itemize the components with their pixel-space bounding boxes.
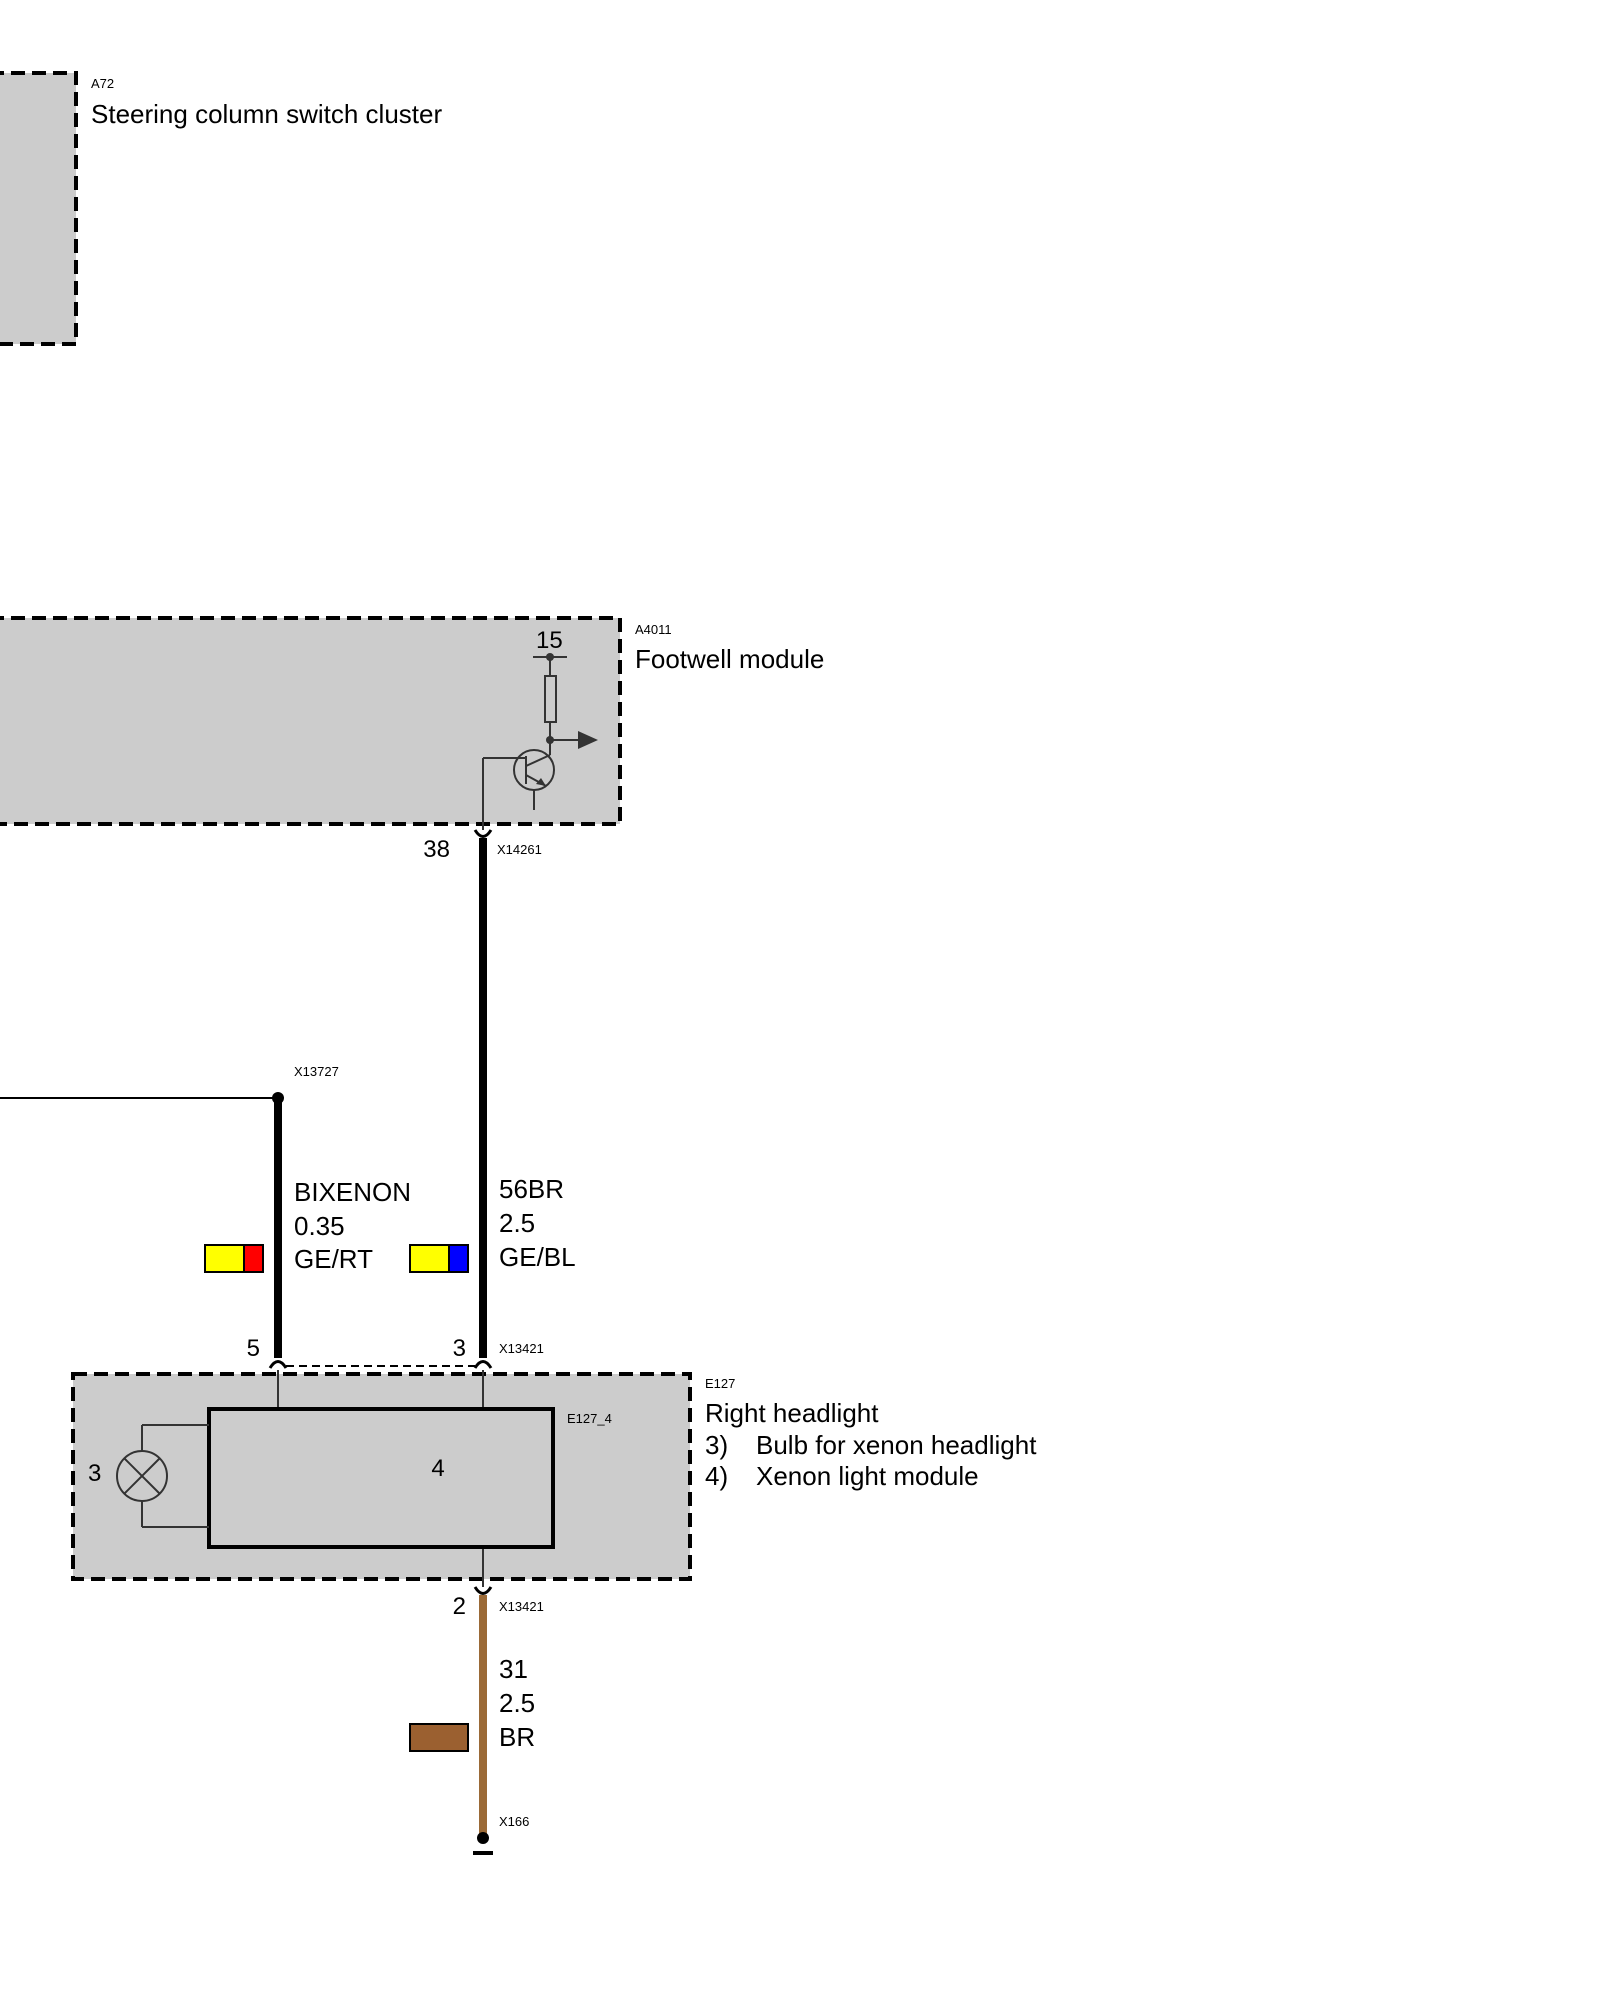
a4011-supply-terminal: 15 (536, 627, 563, 654)
xenon-light-module-number: 4 (431, 1455, 444, 1482)
e127-legend-num-4: 4) (705, 1461, 728, 1491)
emitter-arrow-icon (536, 778, 546, 786)
x13727-id: X13727 (294, 1064, 339, 1079)
wire-31-gauge: 2.5 (499, 1688, 535, 1718)
wire-56br-name: 56BR (499, 1174, 564, 1204)
e127-name: Right headlight (705, 1398, 879, 1428)
x14261-id: X14261 (497, 842, 542, 857)
xenon-light-module (207, 1407, 555, 1549)
wire-bixenon-color-swatch (204, 1244, 264, 1273)
wire-56br-color-code: GE/BL (499, 1242, 576, 1272)
wire-bixenon-gauge: 0.35 (294, 1211, 345, 1241)
wire-31-color-code: BR (499, 1722, 535, 1752)
e127-id: E127 (705, 1376, 735, 1391)
output-junction-dot (546, 736, 554, 744)
x13421-pin-2-symbol (473, 1586, 493, 1595)
wire-56br-color-swatch (409, 1244, 469, 1273)
x13421-top-id: X13421 (499, 1341, 544, 1356)
a72-id: A72 (91, 76, 114, 91)
a4011-name: Footwell module (635, 644, 824, 674)
wire-56br-gauge: 2.5 (499, 1208, 535, 1238)
x13421-pin-3: 3 (453, 1335, 466, 1362)
x14261-pin: 38 (423, 836, 450, 863)
x13421-pin-5: 5 (247, 1335, 260, 1362)
e127-sub-ref: E127_4 (567, 1411, 612, 1426)
x14261-connector-symbol (473, 829, 493, 838)
e127-legend-text-3: Bulb for xenon headlight (756, 1430, 1037, 1460)
supply-junction-dot (546, 653, 554, 661)
x13421-pin-2: 2 (453, 1593, 466, 1620)
wire-bixenon-name: BIXENON (294, 1177, 411, 1207)
wire-31-name: 31 (499, 1654, 528, 1684)
xenon-bulb-number: 3 (88, 1460, 101, 1487)
e127-legend-text-4: Xenon light module (756, 1461, 979, 1491)
wire-bixenon-color-code: GE/RT (294, 1244, 373, 1274)
xenon-bulb-icon (116, 1424, 209, 1528)
wire-31-color-swatch (409, 1723, 469, 1752)
a72-module-box (0, 71, 78, 346)
x166-id: X166 (499, 1814, 529, 1829)
a4011-id: A4011 (635, 622, 672, 637)
output-arrow-icon (578, 731, 598, 749)
x13421-bottom-id: X13421 (499, 1599, 544, 1614)
a4011-module-box (0, 616, 622, 826)
x13421-pin-5-symbol (268, 1360, 288, 1369)
x13421-pin-3-symbol (473, 1360, 493, 1369)
a72-name: Steering column switch cluster (91, 99, 442, 129)
e127-legend-num-3: 3) (705, 1430, 728, 1460)
x166-ground-dot (477, 1832, 489, 1844)
